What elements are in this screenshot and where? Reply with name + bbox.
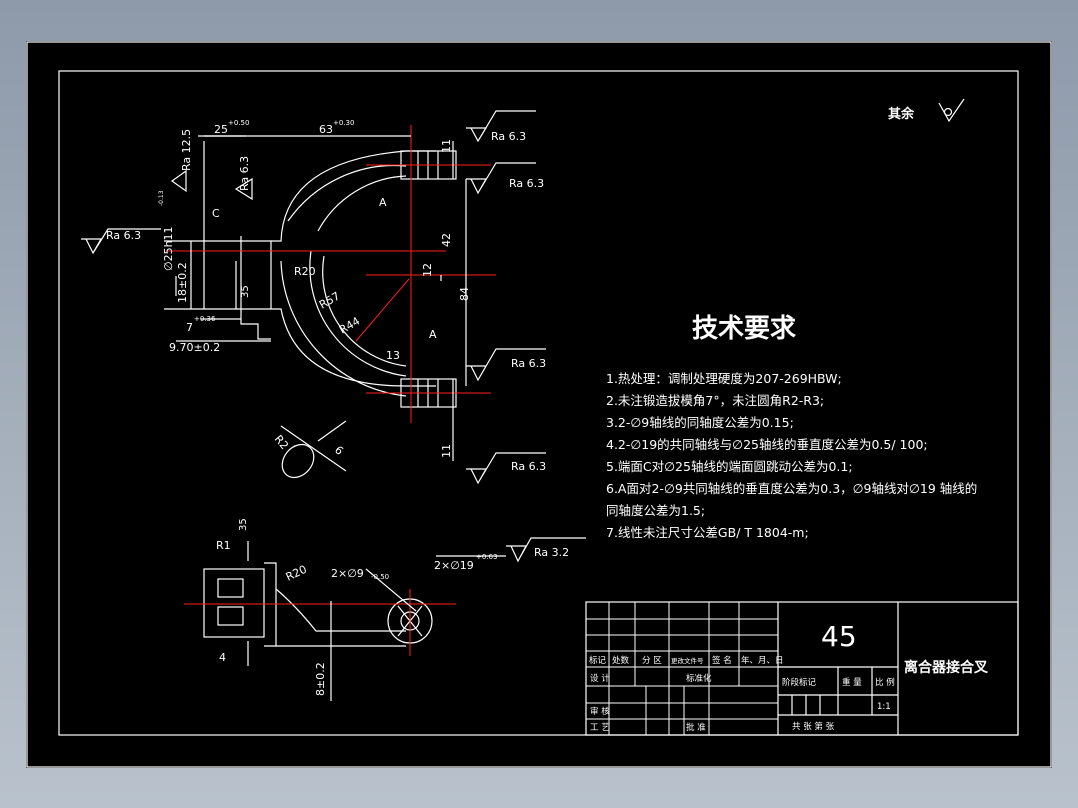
drawing-canvas: 其余: [26, 41, 1052, 768]
label-a-top: A: [379, 196, 387, 209]
material: 45: [821, 620, 857, 653]
dim-25: 25: [214, 123, 228, 136]
dim-84: 84: [458, 287, 471, 301]
tb-zone: 分 区: [642, 656, 662, 666]
dim-11-bottom: 11: [440, 444, 453, 458]
dim-35: 35: [240, 285, 251, 298]
tb-process: 工 艺: [590, 723, 610, 733]
dim-hole-19: 2×∅19: [434, 559, 474, 572]
tech-note: 4.2-∅19的共同轴线与∅25轴线的垂直度公差为0.5/ 100;: [606, 437, 928, 452]
tech-note: 1.热处理：调制处理硬度为207-269HBW;: [606, 371, 842, 386]
tech-title: 技术要求: [692, 314, 796, 344]
tb-standard: 标准化: [686, 673, 712, 684]
dim-35-b: 35: [238, 518, 249, 531]
shaft-dim: ∅25h11: [162, 226, 175, 271]
tb-count: 处数: [612, 655, 630, 666]
tech-note: 6.A面对2-∅9共同轴线的垂直度公差为0.3，∅9轴线对∅19 轴线的: [606, 481, 977, 496]
tb-sheets: 共 张 第 张: [792, 721, 835, 732]
label-c: C: [212, 207, 220, 220]
tb-date: 年、月、日: [741, 655, 784, 666]
tb-review: 审 核: [590, 706, 610, 717]
main-view: [81, 110, 546, 485]
dim-hole-19-tol: +0.63: [476, 553, 497, 561]
tb-scale: 比 例: [875, 677, 895, 688]
dim-r44: R44: [337, 315, 362, 337]
tb-scale-value: 1:1: [877, 702, 891, 712]
ra-6-3-left: Ra 6.3: [106, 229, 141, 242]
dim-7: 7: [186, 321, 193, 334]
label-a-bottom: A: [429, 328, 437, 341]
outer-border: [26, 41, 1052, 768]
tech-notes: 1.热处理：调制处理硬度为207-269HBW; 2.未注锻造拔模角7°，未注圆…: [606, 371, 977, 540]
dim-r20b: R20: [284, 563, 309, 584]
dim-18: 18±0.2: [176, 262, 189, 303]
dim-63-tol: +0.30: [333, 119, 354, 127]
tb-stage: 阶段标记: [782, 677, 817, 688]
ra-6-3-2: Ra 6.3: [509, 177, 544, 190]
bottom-view: [184, 537, 586, 701]
part-name: 离合器接合叉: [904, 659, 989, 676]
roughness-other-label: 其余: [888, 106, 915, 122]
tb-doc: 更改文件号: [671, 656, 704, 665]
dim-13: 13: [386, 349, 400, 362]
tech-note: 同轴度公差为1.5;: [606, 503, 705, 518]
tech-note: 7.线性未注尺寸公差GB/ T 1804-m;: [606, 525, 809, 540]
tb-sign: 签 名: [712, 655, 732, 666]
dim-7-tol: +0.36: [194, 315, 216, 323]
tb-approve: 批 准: [686, 722, 706, 733]
dim-9-70: 9.70±0.2: [169, 341, 220, 354]
shaft-tol: -0.13: [158, 190, 165, 206]
dim-r20: R20: [294, 265, 316, 278]
dim-63: 63: [319, 123, 333, 136]
drawing-sheet: 其余: [26, 41, 1052, 768]
tech-note: 3.2-∅9轴线的同轴度公差为0.15;: [606, 415, 794, 430]
ra-3-2: Ra 3.2: [534, 546, 569, 559]
tb-weight: 重 量: [842, 677, 862, 688]
dim-25-tol: +0.50: [228, 119, 249, 127]
dim-r2: R2: [272, 433, 291, 453]
ra-6-3-3: Ra 6.3: [511, 357, 546, 370]
dim-hole-9: 2×∅9: [331, 567, 364, 580]
dim-6: 6: [332, 443, 346, 457]
dim-12: 12: [421, 263, 434, 277]
tech-note: 2.未注锻造拔模角7°，未注圆角R2-R3;: [606, 393, 824, 408]
title-block: [585, 601, 1019, 736]
tb-mark: 标记: [589, 655, 607, 666]
ra-6-3-1: Ra 6.3: [491, 130, 526, 143]
tb-design: 设 计: [590, 673, 610, 684]
dim-8: 8±0.2: [314, 662, 327, 696]
tech-note: 5.端面C对∅25轴线的端面圆跳动公差为0.1;: [606, 459, 853, 474]
dim-4: 4: [219, 651, 226, 664]
roughness-symbol-icon: [938, 98, 965, 123]
dim-42: 42: [440, 233, 453, 247]
ra-12-5: Ra 12.5: [180, 129, 193, 171]
dim-r1: R1: [216, 539, 231, 552]
ra-6-3-4: Ra 6.3: [511, 460, 546, 473]
inner-frame: [58, 70, 1019, 736]
ra-6-3-vertical: Ra 6.3: [238, 156, 251, 191]
dim-hole-9-tol: -0.50: [371, 573, 389, 581]
dim-11-top: 11: [440, 139, 453, 153]
